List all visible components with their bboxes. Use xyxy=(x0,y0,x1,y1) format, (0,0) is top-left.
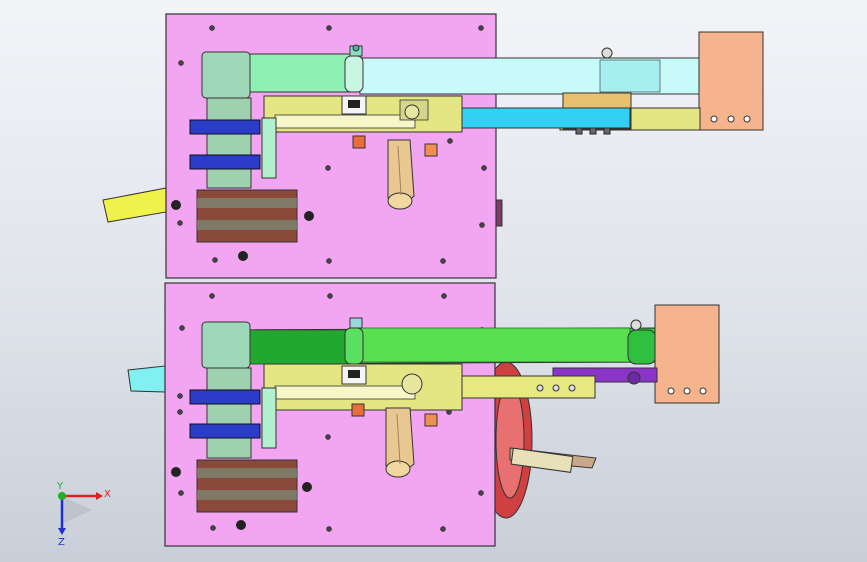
top-screw-black-1 xyxy=(171,200,181,210)
top-arm-end-nut xyxy=(601,47,613,59)
triad-x-arrow xyxy=(96,492,103,500)
bottom-lever-light xyxy=(359,327,631,363)
bottom-lever-end-nut xyxy=(630,319,642,331)
bottom-handle-tip xyxy=(385,460,411,478)
bottom-red-disc-inner xyxy=(495,381,525,499)
bottom-screw-black-2 xyxy=(236,520,246,530)
bottom-frame-inner xyxy=(274,385,416,400)
top-motor-band-1 xyxy=(197,198,297,208)
bottom-lever-end-link xyxy=(627,329,657,365)
top-clamp-2[interactable] xyxy=(189,154,261,170)
bottom-handle-grip xyxy=(396,413,401,465)
bottom-fitting-2 xyxy=(424,413,438,427)
bottom-fitting-1 xyxy=(351,403,365,417)
top-handle-grip xyxy=(397,145,402,196)
top-yellow-bar xyxy=(102,187,167,223)
axis-triad: X Y Z xyxy=(56,481,111,548)
bottom-pulley-core xyxy=(206,367,252,459)
top-frame-knob[interactable] xyxy=(404,104,420,120)
top-fitting-1 xyxy=(352,135,366,149)
bottom-purple-nut xyxy=(627,371,641,385)
top-screw-black-3 xyxy=(304,211,314,221)
top-plate-screws xyxy=(177,25,487,264)
bottom-cyan-tab xyxy=(127,365,166,393)
triad-z-arrow xyxy=(58,528,66,535)
bottom-plate-screws xyxy=(177,293,485,532)
top-clamp-1[interactable] xyxy=(189,119,261,135)
bottom-screw-black-1 xyxy=(171,467,181,477)
top-slider[interactable] xyxy=(461,107,631,129)
top-end-block[interactable] xyxy=(698,31,764,131)
top-arm-light-slot xyxy=(599,59,661,93)
top-motor-band-2 xyxy=(197,220,297,230)
top-fitting-2 xyxy=(424,143,438,157)
bottom-screw-black-3 xyxy=(302,482,312,492)
bottom-motor[interactable] xyxy=(196,459,298,513)
bottom-slider-bolts xyxy=(536,384,576,392)
top-assembly[interactable] xyxy=(102,13,764,279)
bottom-clamp-1[interactable] xyxy=(189,389,261,405)
top-motor[interactable] xyxy=(196,189,298,243)
bottom-clamp-2[interactable] xyxy=(189,423,261,439)
bottom-end-block[interactable] xyxy=(654,304,720,404)
top-lever-pivot xyxy=(344,55,364,93)
bottom-assembly[interactable] xyxy=(127,282,720,547)
bottom-motor-band-2 xyxy=(197,490,297,500)
top-pulley-core xyxy=(206,97,252,189)
top-handle-tip xyxy=(387,192,413,210)
triad-z-label: Z xyxy=(58,537,65,548)
triad-x-label: X xyxy=(104,489,111,500)
top-lever-nut-top xyxy=(352,44,360,52)
triad-y-axis xyxy=(58,492,66,500)
bottom-end-block-bolts xyxy=(667,387,707,395)
bottom-frame-knob[interactable] xyxy=(401,373,423,395)
top-switch-core xyxy=(348,100,360,108)
top-pulley[interactable] xyxy=(201,51,251,99)
triad-y-label: Y xyxy=(56,481,64,492)
top-end-block-bolts xyxy=(710,115,751,123)
bottom-motor-band-1 xyxy=(197,468,297,478)
bottom-lever-pivot xyxy=(344,327,364,365)
bottom-lever-nut xyxy=(349,317,363,329)
top-link-bar xyxy=(261,117,277,179)
bottom-switch-core xyxy=(348,370,360,378)
bottom-link-bar xyxy=(261,387,277,449)
top-screw-black-2 xyxy=(238,251,248,261)
bottom-pulley[interactable] xyxy=(201,321,251,369)
top-frame-inner xyxy=(274,114,416,129)
triad-shadow xyxy=(62,496,92,524)
bottom-tan-plate xyxy=(510,447,574,473)
